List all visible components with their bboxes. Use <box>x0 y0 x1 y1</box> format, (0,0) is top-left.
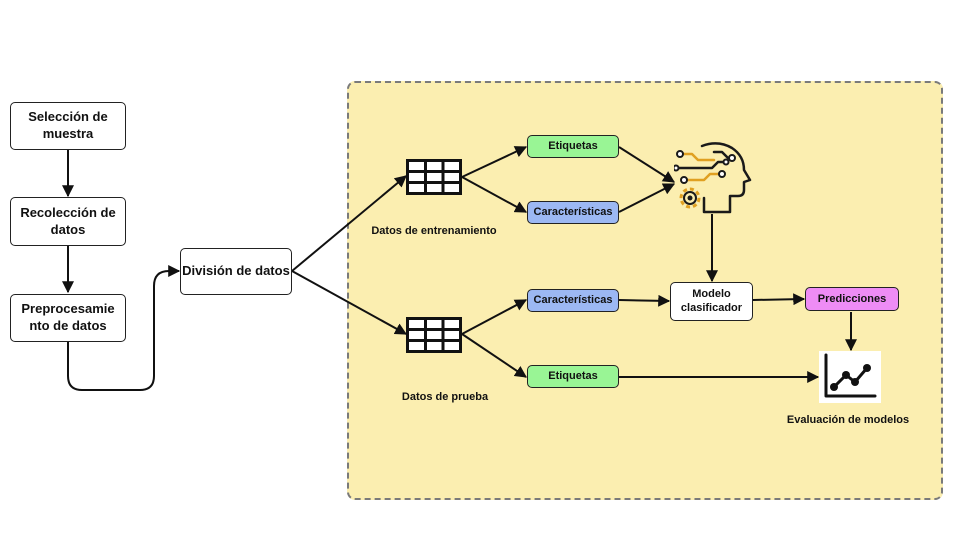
datos-entrenamiento-label: Datos de entrenamiento <box>371 225 497 237</box>
arrow-caracteristicas-ai <box>618 183 676 213</box>
predicciones-node: Predicciones <box>805 287 899 311</box>
arrow-entrenamiento-caracteristicas <box>461 176 528 213</box>
etiquetas-train-node: Etiquetas <box>527 135 619 158</box>
modelo-clasificador-node: Modelo clasificador <box>670 282 753 321</box>
etiquetas-test-node: Etiquetas <box>527 365 619 388</box>
seleccion-node: Selección de muestra <box>10 102 126 150</box>
arrow-division-prueba <box>291 270 408 335</box>
datos-prueba-label: Datos de prueba <box>401 391 489 403</box>
evaluacion-modelos-label: Evaluación de modelos <box>786 414 910 426</box>
arrow-caracteristicas-modelo <box>618 294 671 307</box>
arrow-etiquetas-ai <box>618 146 676 183</box>
arrow-prueba-etiquetas <box>461 333 527 378</box>
division-node: División de datos <box>180 248 292 295</box>
recoleccion-node: Recolección de datos <box>10 197 126 246</box>
arrow-entrenamiento-etiquetas <box>461 146 528 178</box>
arrow-prueba-caracteristicas <box>461 299 528 335</box>
arrow-modelo-predicciones <box>752 293 806 306</box>
table-grid-icon <box>406 317 462 353</box>
caracteristicas-train-node: Características <box>527 201 619 224</box>
arrow-preprocesamiento-division <box>67 265 181 391</box>
arrow-division-entrenamiento <box>291 175 407 272</box>
caracteristicas-test-node: Características <box>527 289 619 312</box>
line-chart-icon <box>819 351 881 403</box>
table-grid-icon <box>406 159 462 195</box>
ai-head-gear-icon <box>674 142 752 214</box>
preprocesamiento-node: Preprocesamie nto de datos <box>10 294 126 342</box>
